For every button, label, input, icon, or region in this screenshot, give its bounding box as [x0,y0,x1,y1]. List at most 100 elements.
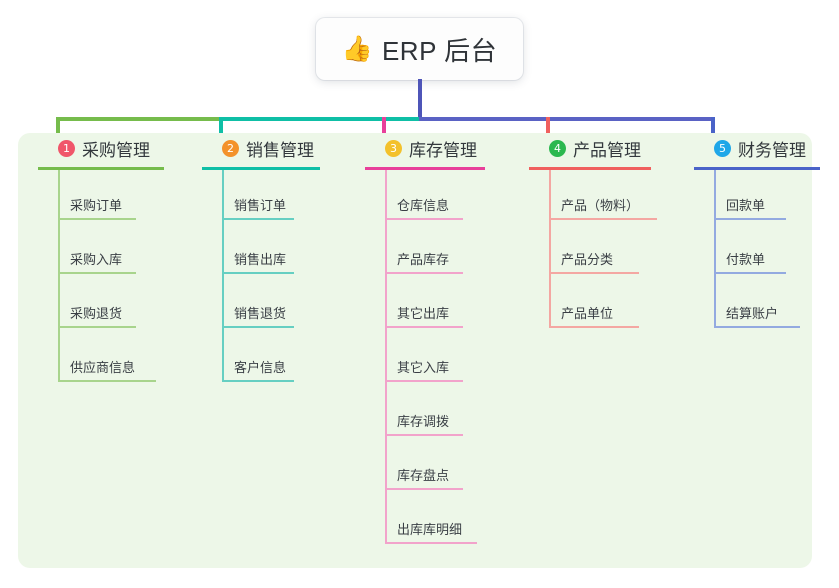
leaf-label: 产品库存 [397,252,450,267]
branch-column-1: 1 采购管理采购订单采购入库采购退货供应商信息 [38,133,164,382]
leaf-underline [549,272,639,274]
branch-underline [694,167,820,170]
leaf-label: 供应商信息 [70,360,136,375]
branch-label: 产品管理 [573,140,641,160]
leaf-node-采购订单[interactable]: 采购订单 [38,197,136,220]
leaf-label: 销售退货 [234,306,287,321]
branches-panel: 1 采购管理采购订单采购入库采购退货供应商信息 2 销售管理销售订单销售出库销售退货客… [18,133,820,568]
root-node-content: 👍 ERP 后台 [342,31,497,68]
connector-bar-teal [219,117,420,121]
leaf-node-产品库存[interactable]: 产品库存 [365,251,463,274]
branch-underline [202,167,320,170]
leaf-underline [385,542,477,544]
branch-node-产品管理[interactable]: 4 产品管理 [529,133,651,177]
branch-header: 1 采购管理 [38,133,150,163]
leaf-underline [58,380,156,382]
leaf-label: 出库库明细 [397,522,463,537]
leaf-node-仓库信息[interactable]: 仓库信息 [365,197,463,220]
leaf-underline [385,434,463,436]
leaf-underline [714,272,786,274]
connector-bar-blue [419,117,713,121]
leaf-underline [385,326,463,328]
leaf-node-库存调拨[interactable]: 库存调拨 [365,413,463,436]
leaf-label: 采购入库 [70,252,123,267]
leaf-node-产品（物料）[interactable]: 产品（物料） [529,197,657,220]
leaf-node-付款单[interactable]: 付款单 [694,251,786,274]
leaf-label: 产品（物料） [561,198,640,213]
leaf-underline [385,218,463,220]
leaf-node-库存盘点[interactable]: 库存盘点 [365,467,463,490]
leaf-label: 其它出库 [397,306,450,321]
leaf-label: 仓库信息 [397,198,450,213]
branch-underline [38,167,164,170]
branch-column-3: 3 库存管理仓库信息产品库存其它出库其它入库库存调拨库存盘点出库库明细 [365,133,485,544]
leaf-node-销售出库[interactable]: 销售出库 [202,251,294,274]
branch-number-badge: 1 [58,139,75,157]
leaf-label: 结算账户 [726,306,779,321]
branch-underline [529,167,651,170]
leaf-underline [58,326,136,328]
leaf-node-出库库明细[interactable]: 出库库明细 [365,521,477,544]
branch-column-4: 4 产品管理产品（物料） 产品分类产品单位 [529,133,657,328]
leaf-underline [222,218,294,220]
root-node-card[interactable]: 👍 ERP 后台 [316,18,523,80]
leaf-underline [714,326,800,328]
leaf-node-回款单[interactable]: 回款单 [694,197,786,220]
leaf-node-销售订单[interactable]: 销售订单 [202,197,294,220]
branch-label: 销售管理 [246,140,314,160]
leaf-label: 产品分类 [561,252,614,267]
branch-header: 2 销售管理 [202,133,314,163]
branch-number-badge: 2 [222,139,239,157]
thumbs-up-icon: 👍 [341,34,373,63]
leaf-label: 销售出库 [234,252,287,267]
leaf-node-客户信息[interactable]: 客户信息 [202,359,294,382]
leaf-label: 采购退货 [70,306,123,321]
leaf-node-其它入库[interactable]: 其它入库 [365,359,463,382]
leaf-label: 采购订单 [70,198,123,213]
branch-node-采购管理[interactable]: 1 采购管理 [38,133,164,177]
leaf-underline [385,488,463,490]
branch-header: 4 产品管理 [529,133,641,163]
leaf-underline [222,380,294,382]
leaf-underline [549,326,639,328]
root-node-title: ERP 后台 [381,35,498,66]
leaf-underline [222,326,294,328]
branch-label: 库存管理 [409,140,477,160]
leaf-node-采购入库[interactable]: 采购入库 [38,251,136,274]
leaf-node-产品分类[interactable]: 产品分类 [529,251,639,274]
branch-spine [58,170,60,382]
root-trunk-connector [418,79,422,120]
leaf-node-销售退货[interactable]: 销售退货 [202,305,294,328]
leaf-node-结算账户[interactable]: 结算账户 [694,305,800,328]
leaf-label: 其它入库 [397,360,450,375]
leaf-node-供应商信息[interactable]: 供应商信息 [38,359,156,382]
branch-number-badge: 4 [549,139,566,157]
leaf-node-产品单位[interactable]: 产品单位 [529,305,639,328]
connector-bar-green [56,117,220,121]
leaf-underline [385,272,463,274]
branch-underline [365,167,485,170]
branch-number-badge: 3 [385,139,402,157]
branch-number-badge: 5 [714,139,731,157]
leaf-underline [714,218,786,220]
leaf-label: 销售订单 [234,198,287,213]
leaf-node-采购退货[interactable]: 采购退货 [38,305,136,328]
branch-spine [549,170,551,328]
branch-node-销售管理[interactable]: 2 销售管理 [202,133,320,177]
leaf-label: 客户信息 [234,360,287,375]
leaf-node-其它出库[interactable]: 其它出库 [365,305,463,328]
leaf-underline [385,380,463,382]
leaf-label: 产品单位 [561,306,614,321]
branch-spine [222,170,224,382]
branch-label: 采购管理 [82,140,150,160]
branch-node-库存管理[interactable]: 3 库存管理 [365,133,485,177]
leaf-underline [222,272,294,274]
leaf-underline [58,272,136,274]
branch-spine [714,170,716,328]
leaf-label: 库存盘点 [397,468,450,483]
leaf-label: 付款单 [726,252,766,267]
